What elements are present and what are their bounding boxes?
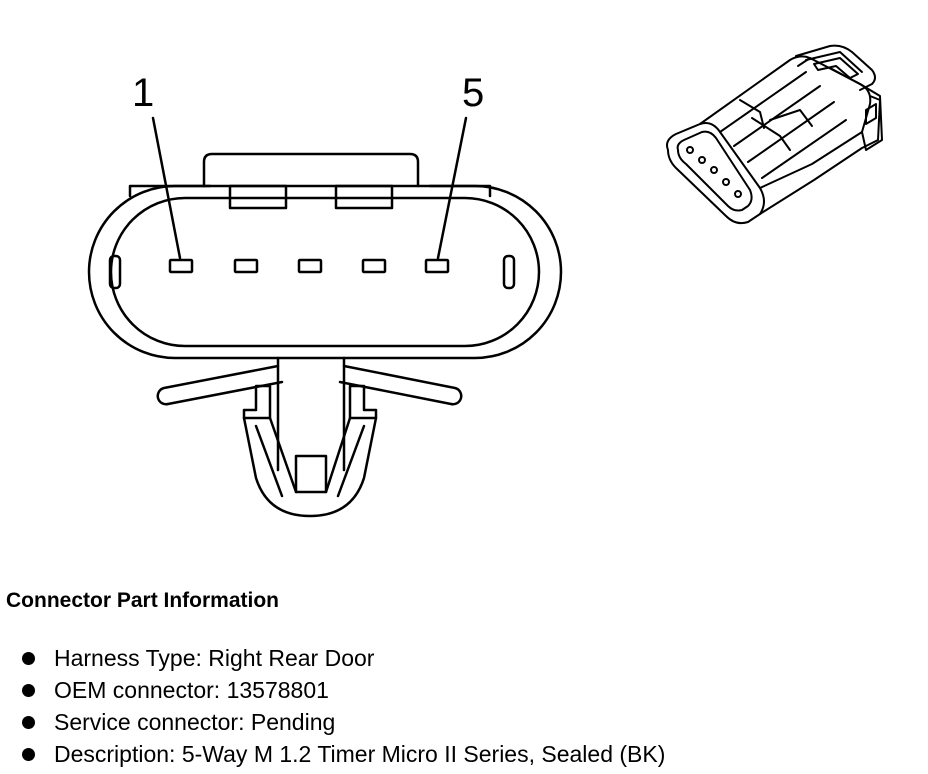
iso-front-inner (676, 130, 753, 212)
top-latch (202, 152, 420, 188)
keying-lug-left (228, 184, 288, 210)
info-item-oem-connector: OEM connector 13578801 (22, 674, 665, 706)
bullet-icon (22, 683, 35, 697)
info-item-label: Harness Type (54, 642, 208, 674)
iso-pin-hole-1 (686, 146, 694, 154)
mounting-arm-right (338, 364, 463, 406)
connector-inner-cavity (109, 196, 541, 348)
iso-ribs (719, 57, 861, 179)
iso-step-detail (739, 99, 813, 151)
iso-latch (795, 44, 876, 91)
leader-line-pin-5 (436, 116, 468, 260)
push-pin-cap (242, 384, 378, 420)
iso-pin-hole-5 (734, 190, 742, 198)
side-tab-right (428, 184, 492, 198)
bullet-icon (22, 747, 35, 761)
connector-diagram: 1 5 (87, 44, 883, 518)
pin-3 (297, 258, 323, 274)
bullet-icon (22, 715, 35, 729)
pin-label-5: 5 (462, 71, 484, 115)
mounting-arm-left (156, 364, 284, 406)
iso-front-face (666, 122, 765, 225)
info-item-service-connector: Service connector Pending (22, 706, 665, 738)
info-item-value: 13578801 (226, 677, 329, 703)
pin-2 (233, 258, 259, 274)
push-pin-stem (276, 356, 346, 472)
info-item-harness-type: Harness Type Right Rear Door (22, 642, 665, 674)
push-pin-inner (254, 424, 366, 498)
guide-slot-left (108, 254, 122, 290)
pin-4 (361, 258, 387, 274)
connector-part-information-title: Connector Part Information (6, 589, 280, 612)
guide-slot-right (502, 254, 516, 290)
pin-1 (168, 258, 194, 274)
info-item-label: Description (54, 738, 182, 770)
info-item-description: Description 5-Way M 1.2 Timer Micro II S… (22, 738, 665, 770)
connector-isometric-view (666, 44, 883, 225)
info-item-value: 5-Way M 1.2 Timer Micro II Series, Seale… (181, 741, 666, 767)
connector-outer-shroud (87, 184, 563, 360)
pin-5 (424, 258, 450, 274)
pin-label-1: 1 (132, 71, 154, 115)
connector-face: 1 5 (87, 71, 563, 518)
bullet-icon (22, 651, 35, 665)
info-item-label: OEM connector (54, 674, 227, 706)
connector-info-list: Harness Type Right Rear Door OEM connect… (22, 642, 665, 770)
iso-pin-hole-3 (710, 166, 718, 174)
keying-lug-right (334, 184, 394, 210)
iso-pin-hole-4 (722, 178, 730, 186)
pin-cavities (168, 258, 450, 274)
push-pin-body (242, 416, 378, 518)
leader-line-pin-1 (151, 116, 182, 260)
iso-latch-slot (813, 57, 859, 79)
info-item-value: Right Rear Door (208, 645, 375, 671)
info-item-label: Service connector (54, 706, 251, 738)
iso-body-side (759, 95, 881, 215)
iso-pin-hole-2 (698, 156, 706, 164)
side-tab-left (128, 184, 212, 198)
iso-rear-collar (859, 83, 883, 151)
info-item-value: Pending (250, 709, 336, 735)
